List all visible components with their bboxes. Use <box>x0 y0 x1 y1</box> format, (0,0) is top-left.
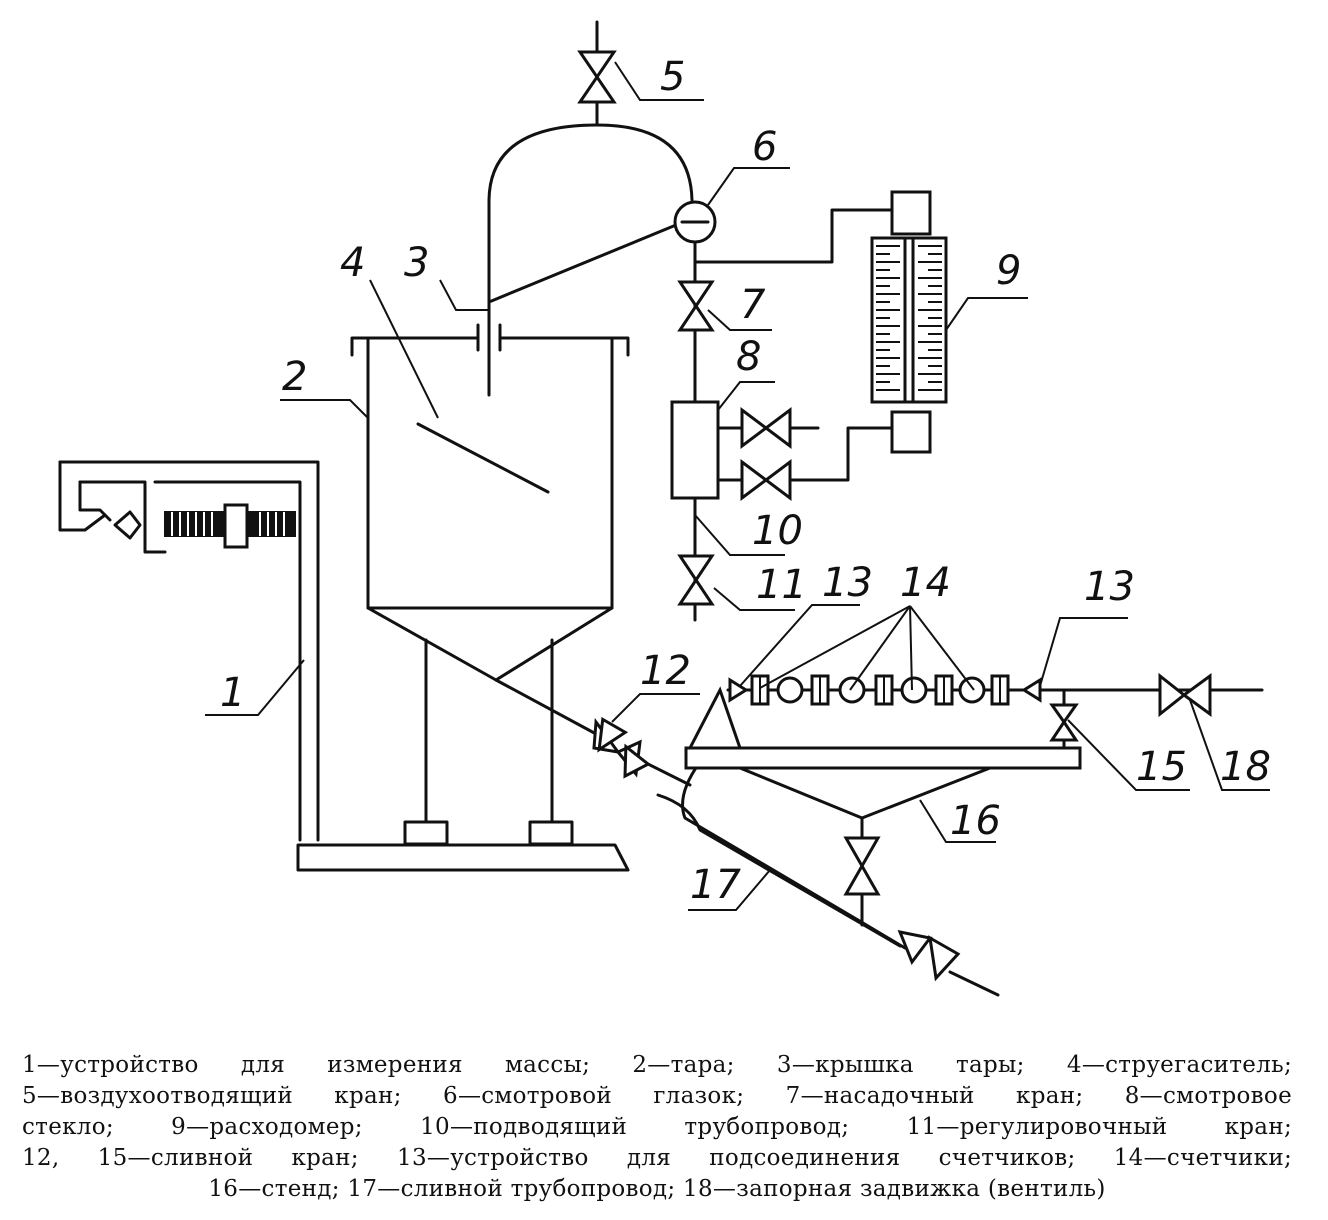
drain-valve-15 <box>1049 688 1079 750</box>
legend-caption: 1—устройство для измерения массы; 2—тара… <box>22 1050 1292 1205</box>
counter-meter <box>958 676 986 704</box>
regulating-valve <box>677 554 715 606</box>
label-18: 18 <box>1220 744 1271 790</box>
flowmeter <box>870 190 948 454</box>
nozzle-valve <box>677 280 715 332</box>
counter-meter <box>838 676 866 704</box>
jet-damper <box>416 422 550 494</box>
leader-lines <box>205 61 1270 911</box>
hydraulic-test-diagram: 5 6 4 3 2 7 8 9 10 11 1 12 13 14 13 15 1… <box>58 20 1271 997</box>
container <box>350 323 630 682</box>
label-13-left: 13 <box>822 560 873 606</box>
legend-line: 5—воздухоотводящий кран; 6—смотровой гла… <box>22 1083 1292 1109</box>
flowmeter-valves <box>716 407 894 501</box>
label-10: 10 <box>752 508 803 554</box>
label-1: 1 <box>220 670 245 716</box>
vent-valve <box>577 50 617 104</box>
label-17: 17 <box>690 862 741 908</box>
shutoff-valve <box>1038 672 1264 718</box>
label-11: 11 <box>756 562 807 608</box>
sight-glass <box>670 400 720 500</box>
label-6: 6 <box>752 124 777 170</box>
label-8: 8 <box>736 334 761 380</box>
vent-line <box>487 20 694 397</box>
label-5: 5 <box>660 54 685 100</box>
counter-meter <box>776 676 804 704</box>
drain-valve-17 <box>897 929 961 982</box>
legend-line: стекло; 9—расходомер; 10—подводящий труб… <box>22 1114 1292 1140</box>
label-3: 3 <box>404 240 429 286</box>
label-14: 14 <box>900 560 951 606</box>
label-2: 2 <box>282 354 307 400</box>
label-13-right: 13 <box>1084 564 1135 610</box>
label-12: 12 <box>640 648 691 694</box>
legend-line: 12, 15—сливной кран; 13—устройство для п… <box>22 1145 1292 1171</box>
counters-assembly <box>726 674 1042 706</box>
label-9: 9 <box>996 248 1021 294</box>
label-7: 7 <box>740 282 766 328</box>
legend-line: 1—устройство для измерения массы; 2—тара… <box>22 1052 1292 1078</box>
stand <box>684 686 1082 927</box>
legend-line: 16—стенд; 17—сливной трубопровод; 18—зап… <box>208 1176 1106 1202</box>
drain-pipeline <box>494 678 1000 997</box>
label-15: 15 <box>1136 744 1187 790</box>
label-16: 16 <box>950 798 1001 844</box>
drain-valve-12 <box>592 716 651 779</box>
mass-measuring-device <box>58 460 630 872</box>
counter-meter <box>900 676 928 704</box>
label-4: 4 <box>340 240 365 286</box>
